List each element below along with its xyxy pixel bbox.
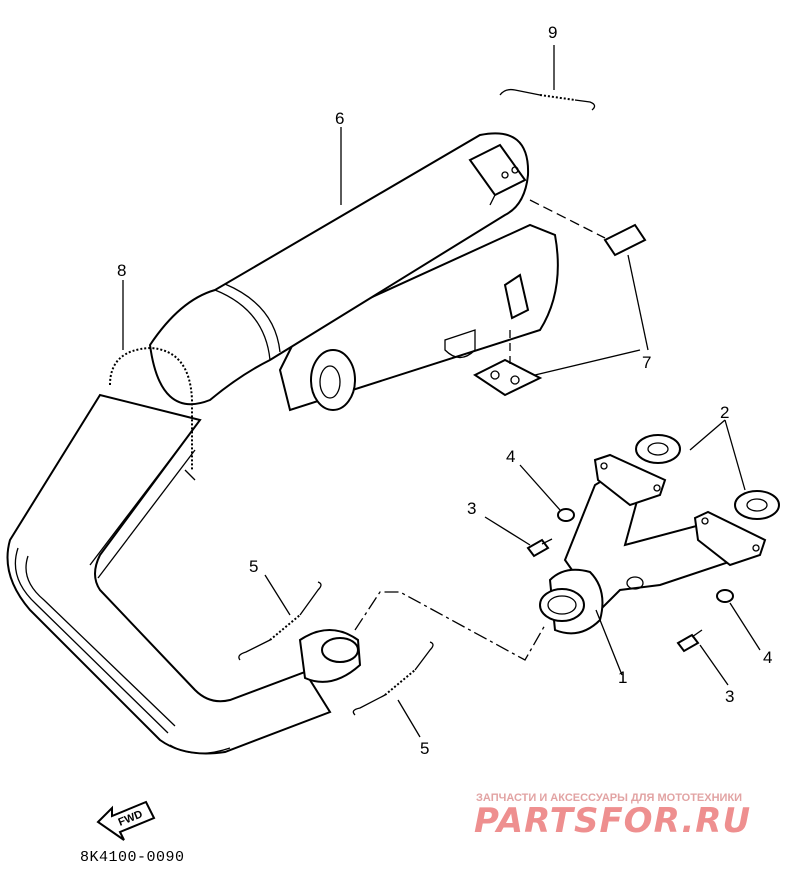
bolt-3 [526, 538, 703, 653]
alignment-line [354, 591, 546, 661]
callout-5-upper: 5 [249, 557, 258, 576]
callout-2: 2 [720, 403, 729, 422]
muffler [148, 132, 559, 412]
diagram-code: 8K4100-0090 [80, 849, 185, 866]
exhaust-pipe [6, 393, 362, 755]
nut-4 [557, 508, 734, 603]
callout-4-upper: 4 [506, 447, 515, 466]
exhaust-manifold [539, 453, 767, 635]
bracket-7 [473, 199, 649, 397]
watermark-logo: PARTSFOR.RU [474, 801, 751, 841]
fwd-arrow-icon: FWD [96, 800, 156, 841]
callout-3-upper: 3 [467, 499, 476, 518]
callout-6: 6 [335, 109, 344, 128]
callout-3-lower: 3 [725, 687, 734, 706]
callout-9: 9 [548, 23, 557, 42]
callout-7: 7 [642, 353, 651, 372]
callout-5-lower: 5 [420, 739, 429, 758]
callout-8: 8 [117, 261, 126, 280]
spring-9 [499, 88, 596, 111]
heat-protector [109, 346, 196, 481]
watermark-tagline: ЗАПЧАСТИ И АКСЕССУАРЫ ДЛЯ МОТОТЕХНИКИ [476, 792, 742, 804]
callout-4-lower: 4 [763, 648, 772, 667]
leader-lines [122, 45, 761, 738]
callout-1: 1 [618, 668, 627, 687]
spring-5 [238, 581, 434, 716]
gasket-2 [635, 434, 780, 520]
